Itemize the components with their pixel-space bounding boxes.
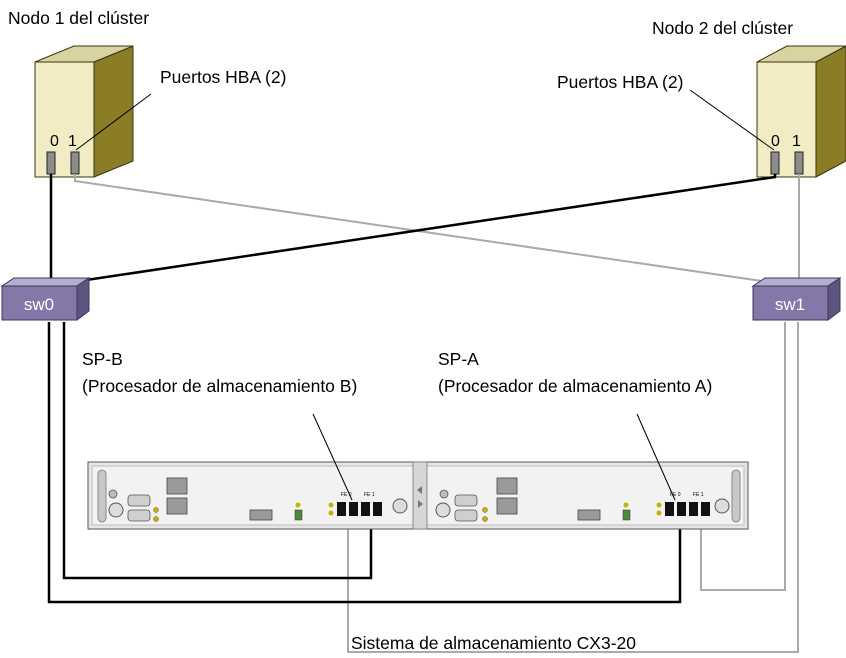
spa-fe0-label: FE 0 [670,492,681,498]
node2-title: Nodo 2 del clúster [652,18,793,38]
switch-sw0-label: sw0 [24,295,54,314]
spb-fe1-label: FE 1 [364,492,375,498]
leader-node2-hba [689,89,775,151]
spa-desc: (Procesador de almacenamiento A) [438,376,712,396]
cable-sw0-to-spa-fe0 [47,322,682,604]
cable-sw1-to-spa-fe1 [700,322,786,591]
cables-light [74,174,800,653]
storage-title: Sistema de almacenamiento CX3-20 [351,633,636,653]
spb-fe0-label: FE 0 [341,492,352,498]
cables-dark [47,174,777,604]
node2-tower [756,45,846,178]
switch-sw1: sw1 [751,277,842,321]
leader-node1-hba [75,93,152,151]
leader-spb [312,413,353,501]
node2-hba-port-0 [770,151,780,175]
leader-spa [636,413,676,501]
node1-hba-port-1 [70,151,80,175]
cable-sw0-to-spb-fe1 [62,322,373,580]
node1-title: Nodo 1 del clúster [8,8,149,28]
node1-port1-num: 1 [68,133,77,150]
spb-desc: (Procesador de almacenamiento B) [82,376,357,396]
spb-name: SP-B [82,349,123,369]
spa-name: SP-A [438,349,479,369]
spb-module: FE 0 FE 1 [108,477,408,522]
node2-port0-num: 0 [771,133,780,150]
node1-port0-num: 0 [50,133,59,150]
storage-enclosure: FE 0 FE 1 FE 0 FE 1 [87,461,749,530]
node1-hba-port-0 [46,151,56,175]
switch-sw0: sw0 [0,277,91,321]
cable-sw1-to-spb-fe0 [347,322,799,653]
switch-sw1-label: sw1 [775,295,805,314]
spa-fe1-label: FE 1 [693,492,704,498]
cable-node1-port1-to-sw1 [74,174,797,287]
cable-node2-port0-to-sw0 [52,174,777,287]
leader-lines [75,89,775,501]
node1-tower [34,45,134,178]
node2-port1-num: 1 [792,133,801,150]
node2-hba-port-1 [794,151,804,175]
node2-hba-label: Puertos HBA (2) [557,72,683,92]
spa-module: FE 0 FE 1 [435,477,730,522]
node1-hba-label: Puertos HBA (2) [160,67,286,87]
